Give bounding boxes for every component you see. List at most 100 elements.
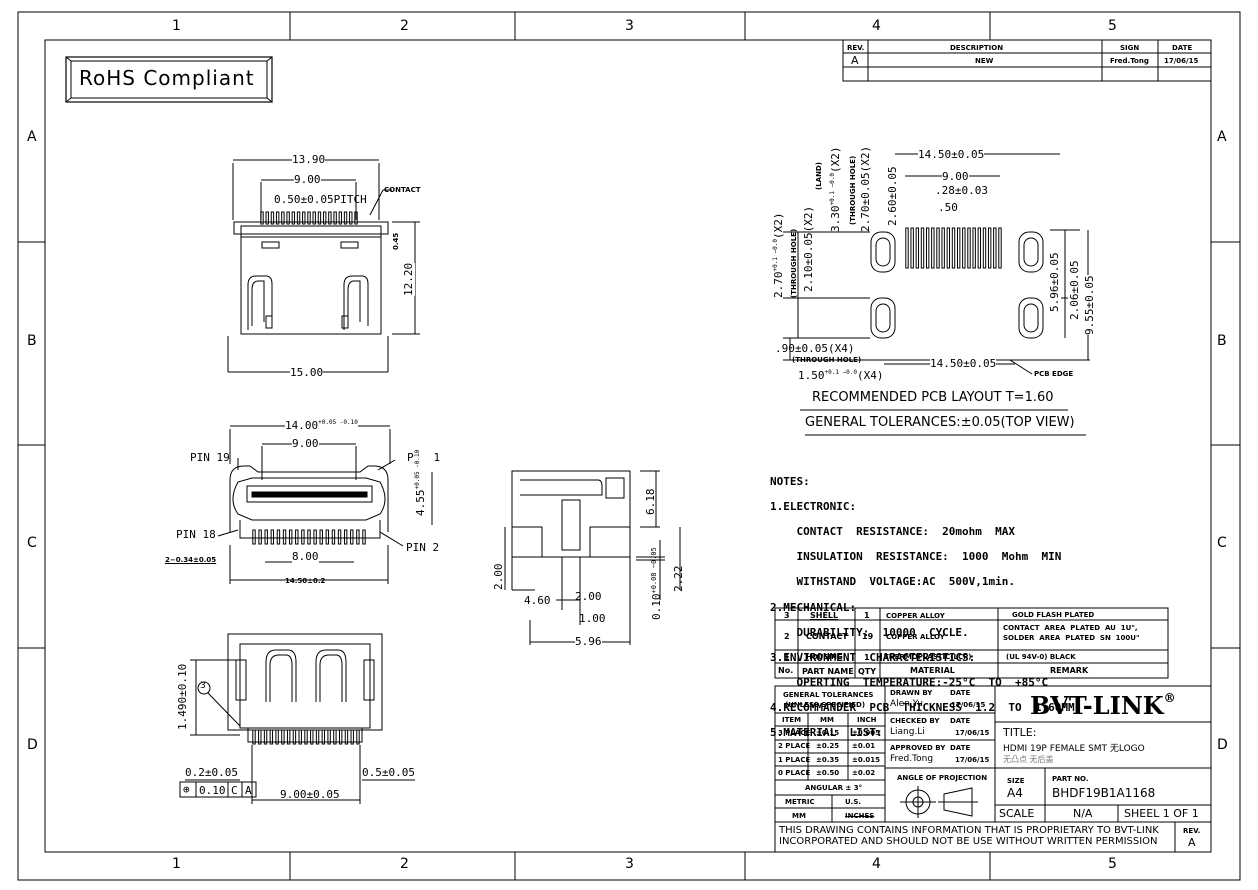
- dim-pcb-0-50: .50: [938, 201, 958, 214]
- note-line: 2.MECHANICAL:: [770, 600, 857, 614]
- contact-pin: [349, 211, 353, 225]
- material-row-2-no: 2: [784, 632, 790, 641]
- dim-top-0-45: 0.45: [392, 232, 400, 250]
- contact-pin: [258, 529, 262, 545]
- tb-scale-label: SCALE: [999, 807, 1035, 820]
- tb-tol-row-2-inch: ±0.01: [852, 742, 876, 750]
- note-line: WITHSTAND VOLTAGE:AC 500V,1min.: [770, 575, 1016, 589]
- contact-pin: [328, 211, 332, 225]
- contact-pin: [920, 227, 925, 269]
- dim-side-2-00-left: 2.00: [492, 563, 505, 591]
- contact-pin: [292, 729, 297, 745]
- contact-pin: [288, 529, 293, 545]
- material-row-3-part: SHELL: [810, 611, 839, 620]
- contact-pin: [331, 529, 336, 545]
- label-pin-19: PIN 19: [190, 451, 230, 464]
- contact-pin: [910, 227, 914, 269]
- contact-pin: [941, 227, 945, 269]
- material-header-remark: REMARK: [1050, 666, 1089, 675]
- contact-pin: [275, 729, 279, 745]
- tb-general-tolerances: GENERAL TOLERANCES: [783, 691, 874, 699]
- tb-mm: MM: [792, 812, 806, 820]
- dim-pcb-14-50-bottom: 14.50±0.05: [930, 357, 997, 370]
- contact-pin: [310, 729, 314, 745]
- label-land: (LAND): [815, 162, 823, 190]
- tb-inches: INCHES: [845, 812, 875, 820]
- tb-title: HDMI 19P FEMALE SMT 无LOGO: [1003, 744, 1145, 754]
- tb-drawn-by: Alen.Yu: [890, 699, 923, 709]
- dim-pcb-0-28: .28±0.03: [935, 184, 988, 197]
- contact-pin: [319, 529, 323, 545]
- contact-pin: [343, 211, 348, 225]
- material-row-1-no: 1: [784, 653, 790, 662]
- tb-tol-row-0-mm: ±0.50: [816, 769, 840, 777]
- dim-front-9-00: 9.00: [292, 437, 319, 450]
- material-header-qty: QTY: [858, 667, 877, 676]
- label-through-hole-b: (THROUGH HOLE): [790, 228, 798, 298]
- note-line: CONTACT RESISTANCE: 20mohm MAX: [770, 524, 1016, 538]
- tb-unless-specified: (UNLESS SPECIFIED): [785, 701, 866, 709]
- dim-pcb-1-50: 1.50+0.1 −0.0(X4): [798, 369, 884, 382]
- contact-pin: [321, 729, 326, 745]
- material-row-2-qty: 19: [862, 632, 874, 641]
- contact-pin: [281, 211, 285, 225]
- tb-angle-of-projection: ANGLE OF PROJECTION: [897, 774, 988, 782]
- dim-top-15-00: 15.00: [290, 366, 324, 379]
- contact-pin: [269, 729, 274, 745]
- material-header-material: MATERIAL: [910, 666, 955, 675]
- contact-pin: [322, 211, 327, 225]
- zone-row-b-right: B: [1217, 333, 1227, 349]
- tb-tol-row-2-place: 2 PLACE: [778, 742, 811, 750]
- contact-pin: [325, 529, 330, 545]
- contact-pin: [362, 529, 366, 545]
- contact-pin: [315, 729, 320, 745]
- note-line: 3.ENVIRONMENT CHARACTERISTICS:: [770, 650, 976, 664]
- dim-bottom-1-490: 1.490±0.10: [176, 663, 189, 730]
- contact-pin: [972, 227, 976, 269]
- material-row-1-remark: (UL 94V-0) BLACK: [1006, 653, 1076, 661]
- note-line: 4.RECOMMANDER PCB THICKNESS 1.2 TO 1.60M…: [770, 701, 1075, 715]
- label-through-hole-a: (THROUGH HOLE): [849, 155, 857, 225]
- contact-pin: [956, 227, 961, 269]
- contact-pin: [905, 227, 909, 269]
- tb-scale: N/A: [1073, 807, 1093, 820]
- zone-col-1-top: 1: [172, 18, 181, 34]
- label-pin-2: PIN 2: [406, 541, 440, 554]
- note-line: NOTES:: [770, 474, 810, 488]
- contact-pin: [258, 729, 262, 745]
- dim-front-4-55: 4.55+0.05 -0.10: [414, 449, 427, 516]
- tb-disclaimer-line-2: INCORPORATED AND SHOULD NOT BE USE WITHO…: [779, 836, 1158, 847]
- tb-tol-header-item: ITEM: [782, 716, 802, 724]
- zone-row-d-right: D: [1217, 737, 1228, 753]
- dim-top-12-20: 12.20: [402, 262, 415, 296]
- company-logo: BVT-LINK®: [1030, 691, 1176, 720]
- contact-pin: [317, 211, 322, 225]
- dim-top-9-00: 9.00: [294, 173, 321, 186]
- tb-tol-row-1-mm: ±0.35: [816, 756, 840, 764]
- contact-pin: [967, 227, 971, 269]
- material-row-1-qty: 1: [864, 653, 870, 662]
- dim-bottom-0-5: 0.5±0.05: [362, 766, 415, 779]
- tb-date-label-2: DATE: [950, 717, 971, 725]
- zone-col-3-top: 3: [625, 18, 634, 34]
- contact-pin: [295, 529, 299, 545]
- zone-row-b-left: B: [27, 333, 37, 349]
- tb-date-label-3: DATE: [950, 744, 971, 752]
- dim-side-1-00: 1.00: [579, 612, 606, 625]
- tb-tol-row-1-inch: ±0.015: [852, 756, 881, 764]
- material-row-3-qty: 1: [864, 611, 870, 620]
- note-line: 5.MATERIAL LIST:: [770, 726, 883, 740]
- dim-pcb-2-70-x2: 2.70±0.05(X2): [859, 145, 872, 232]
- tb-tol-row-3-place: 3 PLACE: [778, 729, 811, 737]
- tb-us: U.S.: [845, 798, 862, 806]
- material-row-2-part: CONTACT: [806, 632, 848, 641]
- zone-col-2-bottom: 2: [400, 856, 409, 872]
- registered-icon: ®: [1163, 691, 1176, 705]
- contact-pin: [931, 227, 935, 269]
- note-line: 1.ELECTRONIC:: [770, 499, 857, 513]
- dim-pcb-5-96: 5.96±0.05: [1048, 252, 1061, 312]
- material-row-3-remark: GOLD FLASH PLATED: [1012, 611, 1095, 619]
- contact-pin: [998, 227, 1002, 269]
- zone-col-1-bottom: 1: [172, 856, 181, 872]
- zone-row-d-left: D: [27, 737, 38, 753]
